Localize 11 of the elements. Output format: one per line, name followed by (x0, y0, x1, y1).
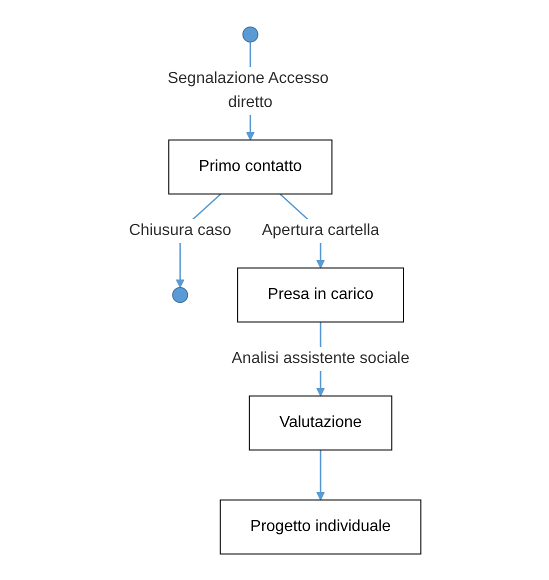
node-box: Progetto individuale (219, 499, 421, 554)
node-circle (242, 26, 258, 42)
node-box: Primo contatto (168, 139, 332, 194)
edge-label: Analisi assistente sociale (231, 350, 410, 366)
node-circle (172, 286, 188, 302)
arrow (316, 450, 325, 500)
edge-label: Apertura cartella (261, 222, 379, 238)
node-box: Presa in carico (236, 267, 404, 322)
node-box: Valutazione (248, 395, 392, 450)
edge-label: Chiusura caso (128, 222, 231, 238)
edge-label: Segnalazione Accesso diretto (167, 70, 328, 110)
